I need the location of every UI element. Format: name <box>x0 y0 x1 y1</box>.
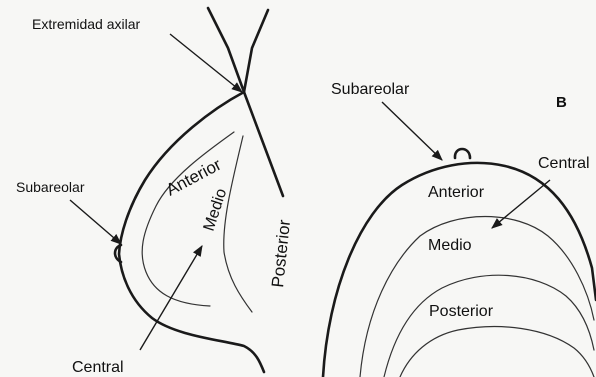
label-medio-b: Medio <box>428 237 472 254</box>
arrow-extremidad-axilar <box>170 34 242 92</box>
label-posterior-a: Posterior <box>268 218 294 288</box>
label-central-b: Central <box>538 155 590 172</box>
zone-medio-boundary-a <box>224 136 252 312</box>
label-extremidad-axilar: Extremidad axilar <box>32 16 140 32</box>
breast-outline-a <box>119 92 264 372</box>
label-posterior-b: Posterior <box>429 303 494 320</box>
label-central-a: Central <box>72 359 124 376</box>
figure-a <box>115 8 283 372</box>
arrow-subareolar-b <box>382 102 442 160</box>
label-anterior-b: Anterior <box>428 184 485 201</box>
arrow-subareolar-a <box>70 200 121 244</box>
axilla-line-right <box>244 10 283 196</box>
figure-b-labels: B Subareolar Central Anterior Medio Post… <box>331 81 590 320</box>
zone-anterior-boundary-b <box>360 217 594 377</box>
nipple-b <box>455 149 470 158</box>
zone-posterior-boundary-b <box>400 327 594 377</box>
label-medio-a: Medio <box>201 186 231 233</box>
label-subareolar-a: Subareolar <box>16 179 85 195</box>
arrow-central-b <box>492 180 550 228</box>
panel-letter-b: B <box>556 94 567 111</box>
figure-a-labels: Extremidad axilar Subareolar Anterior Me… <box>16 16 294 376</box>
label-subareolar-b: Subareolar <box>331 81 410 98</box>
